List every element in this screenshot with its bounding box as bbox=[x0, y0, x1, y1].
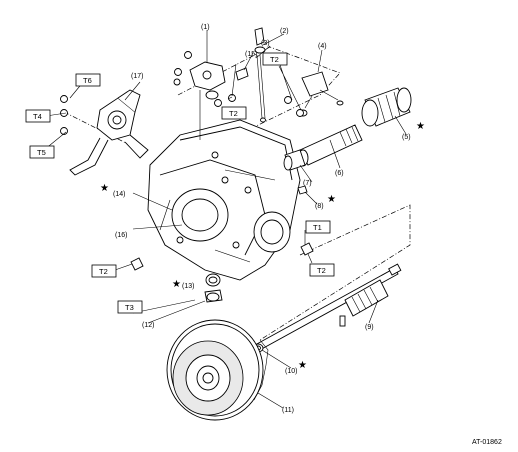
callout-2: (2) bbox=[280, 28, 289, 35]
callout-8: (8) bbox=[315, 203, 324, 210]
leader-frame-top bbox=[177, 46, 341, 131]
callout-10: (10) bbox=[285, 368, 297, 375]
callout-14: (14) bbox=[113, 191, 125, 198]
torque-label-t2-right: T2 bbox=[309, 263, 335, 277]
plug-bolt bbox=[297, 185, 308, 195]
transmission-housing bbox=[147, 119, 301, 281]
callout-1: (1) bbox=[201, 24, 210, 31]
torque-label-t2-right-text: T2 bbox=[317, 266, 326, 275]
callout-3: (3) bbox=[261, 40, 270, 47]
torque-label-t4: T4 bbox=[25, 109, 51, 123]
torque-label-t6: T6 bbox=[75, 73, 101, 87]
torque-label-t4-text: T4 bbox=[33, 112, 42, 121]
torque-label-t2-mid: T2 bbox=[221, 106, 247, 120]
torque-converter bbox=[166, 319, 269, 421]
callout-17: (17) bbox=[131, 73, 143, 80]
star-marker: ★ bbox=[172, 279, 181, 290]
torque-label-t6-text: T6 bbox=[83, 76, 92, 85]
callout-4: (4) bbox=[318, 43, 327, 50]
torque-label-t2-top-text: T2 bbox=[270, 55, 279, 64]
drive-shaft-assembly bbox=[283, 87, 412, 171]
harness-bracket bbox=[298, 71, 344, 117]
torque-label-t2-left: T2 bbox=[91, 264, 117, 278]
oil-pump-assembly bbox=[69, 89, 149, 176]
extension-bracket bbox=[189, 61, 226, 140]
callout-11: (11) bbox=[282, 407, 294, 414]
oil-seal-and-plug bbox=[204, 273, 223, 303]
callout-12: (12) bbox=[142, 322, 154, 329]
star-marker: ★ bbox=[100, 183, 109, 194]
callout-7: (7) bbox=[303, 180, 312, 187]
torque-label-t1-text: T1 bbox=[313, 223, 322, 232]
input-shaft bbox=[252, 263, 402, 353]
leader-frame-right bbox=[259, 204, 411, 341]
callout-9: (9) bbox=[365, 324, 374, 331]
torque-label-t3: T3 bbox=[117, 300, 143, 314]
torque-label-t3-text: T3 bbox=[125, 303, 134, 312]
star-marker: ★ bbox=[327, 194, 336, 205]
torque-label-t2-top: T2 bbox=[262, 52, 288, 66]
torque-label-t1: T1 bbox=[305, 220, 331, 234]
callout-16: (16) bbox=[115, 232, 127, 239]
torque-label-t5: T5 bbox=[29, 145, 55, 159]
callout-13: (13) bbox=[182, 283, 194, 290]
torque-label-t2-mid-text: T2 bbox=[229, 109, 238, 118]
star-marker: ★ bbox=[298, 360, 307, 371]
star-marker: ★ bbox=[416, 121, 425, 132]
document-id: AT-01862 bbox=[472, 439, 502, 446]
callout-6: (6) bbox=[335, 170, 344, 177]
torque-label-t2-left-text: T2 bbox=[99, 267, 108, 276]
callout-15: (15) bbox=[245, 51, 257, 58]
leaders bbox=[43, 30, 407, 409]
callout-5: (5) bbox=[402, 134, 411, 141]
torque-label-t5-text: T5 bbox=[37, 148, 46, 157]
dipstick-assembly bbox=[235, 27, 266, 123]
